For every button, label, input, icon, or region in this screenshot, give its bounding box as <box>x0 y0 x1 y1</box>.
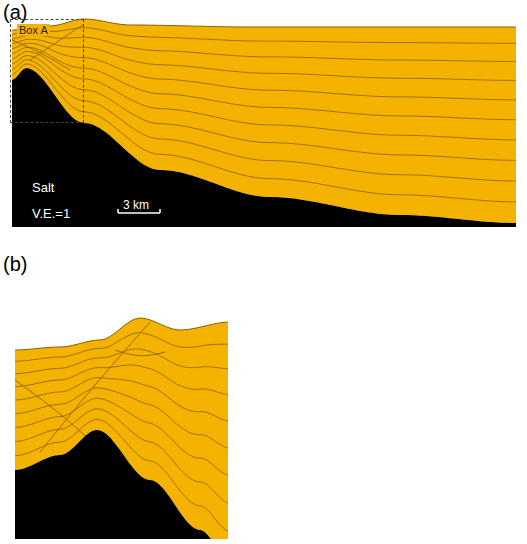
dashed-box: Box A <box>10 19 84 123</box>
stratal-line <box>15 333 228 361</box>
stratal-line <box>15 349 228 374</box>
salt-body <box>15 430 230 539</box>
label-holder: (a) <box>3 1 27 24</box>
stratal-line <box>15 388 228 448</box>
label-holder: V.E.=1 <box>32 204 70 222</box>
box-label: Box A <box>17 24 50 36</box>
scale-label: 3 km <box>123 198 149 212</box>
section-panel <box>12 19 516 227</box>
label-holder: Salt <box>32 178 54 196</box>
panel-letter: (a) <box>3 1 27 24</box>
stratal-line <box>12 28 516 44</box>
label-holder: 3 km <box>123 195 149 213</box>
label-holder: (b) <box>3 253 27 276</box>
stratal-line <box>15 318 228 350</box>
salt-body <box>12 68 516 227</box>
section-panel <box>15 318 230 539</box>
salt-label: Salt <box>32 180 54 195</box>
panel-letter: (b) <box>3 253 27 276</box>
stratal-line <box>15 378 228 421</box>
fault-line <box>115 350 165 356</box>
exaggeration-note: V.E.=1 <box>32 206 70 221</box>
stratal-line <box>12 19 516 30</box>
fault-line <box>12 40 70 70</box>
stratal-line <box>12 39 516 80</box>
stratal-line <box>12 47 516 119</box>
stratal-line <box>12 43 516 100</box>
